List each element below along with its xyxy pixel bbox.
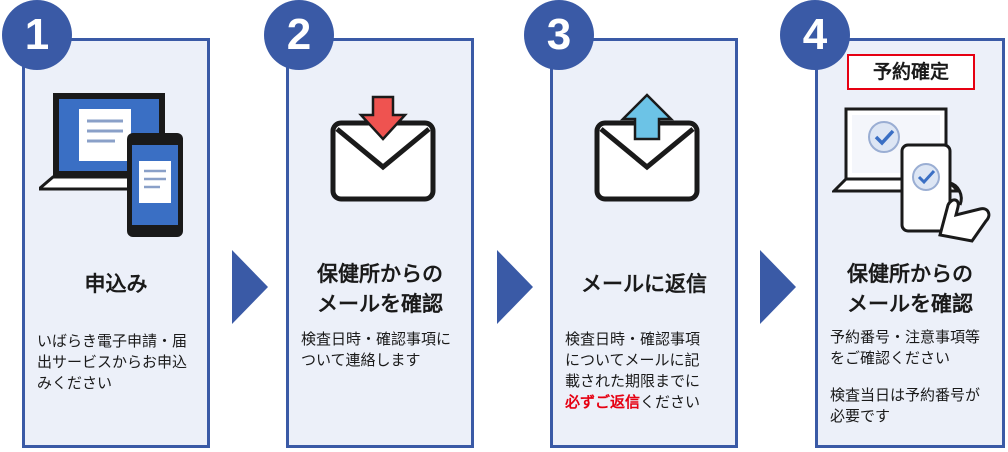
step-1-desc: いばらき電子申請・届出サービスからお申込みください [37, 332, 188, 392]
step-3-desc-line-2: についてメールに記 [565, 351, 700, 369]
step-3-emphasis: 必ずご返信 [565, 393, 641, 411]
step-card-1: 申込み いばらき電子申請・届出サービスからお申込みください [22, 38, 210, 448]
device-check-icon [832, 107, 991, 243]
step-2-title-line1: 保健所からの [317, 262, 443, 286]
step-4-number: 4 [780, 0, 850, 70]
step-3-title: メールに返信 [581, 272, 707, 296]
step-arrow-1 [232, 250, 268, 324]
step-2-desc: 検査日時・確認事項について連絡します [301, 330, 452, 369]
step-2-title-line2: メールを確認 [317, 292, 443, 316]
step-4-title-line2: メールを確認 [847, 292, 973, 316]
step-3-desc-line-1: 検査日時・確認事項 [565, 330, 701, 348]
step-1-title: 申込み [84, 272, 148, 296]
step-3-number: 3 [524, 0, 594, 70]
step-arrow-2 [497, 250, 533, 324]
step-arrow-3 [760, 250, 796, 324]
step-2-number: 2 [264, 0, 334, 70]
step-4-desc-2: 検査当日は予約番号が必要です [830, 386, 981, 425]
step-card-2: 保健所からの メールを確認 検査日時・確認事項について連絡します [286, 38, 474, 448]
step-3-desc-line-3: 載された期限までに [565, 372, 701, 390]
step-card-3: メールに返信 検査日時・確認事項 についてメールに記 載された期限までに 必ずご… [550, 38, 738, 448]
reservation-confirmed-label: 予約確定 [847, 54, 975, 90]
mail-send-icon [594, 93, 700, 202]
mail-receive-icon [330, 95, 436, 202]
step-1-number: 1 [2, 0, 72, 70]
step-3-desc-tail: ください [640, 393, 701, 411]
laptop-phone-icon [39, 93, 184, 237]
step-card-4: 保健所からの メールを確認 予約番号・注意事項等をご確認ください 検査当日は予約… [815, 38, 1005, 448]
step-4-desc-1: 予約番号・注意事項等をご確認ください [830, 328, 981, 367]
step-3-desc-line-4: 必ずご返信ください [565, 392, 727, 413]
step-4-title-line1: 保健所からの [847, 262, 973, 286]
step-3-desc: 検査日時・確認事項 についてメールに記 載された期限までに 必ずご返信ください [565, 329, 727, 413]
